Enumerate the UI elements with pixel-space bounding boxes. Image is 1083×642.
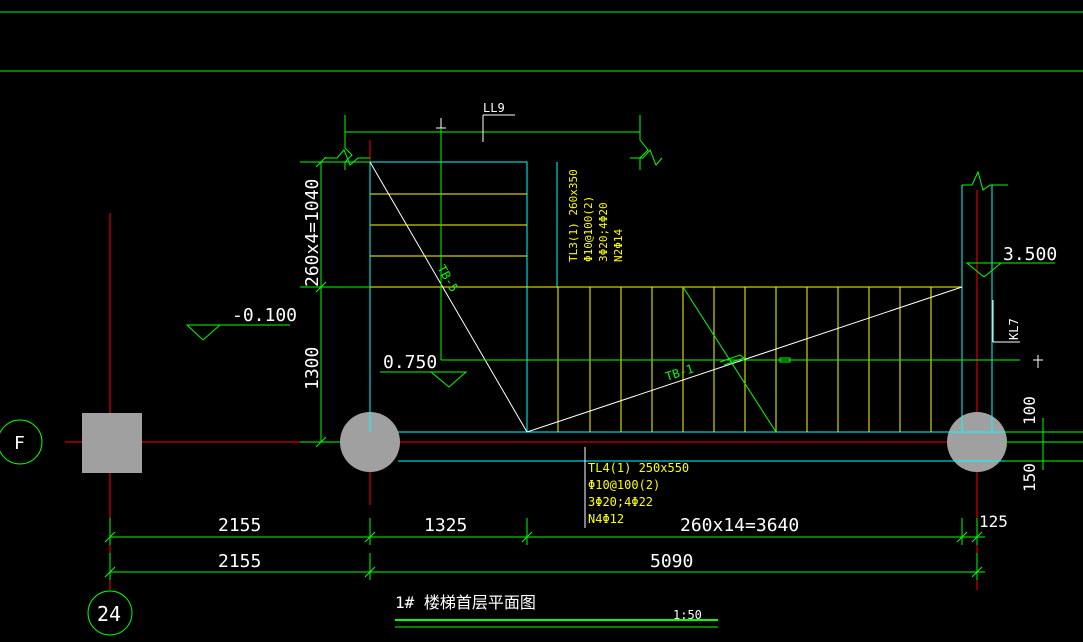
elev-top-label: 3.500 xyxy=(1003,244,1057,265)
tl4-line1: TL4(1) 250x550 xyxy=(588,461,689,475)
hdim-125: 125 xyxy=(979,512,1008,531)
rdim-100-label: 100 xyxy=(1020,396,1039,425)
vdim-lower-label: 1300 xyxy=(302,347,323,390)
break-symbol-right-wall xyxy=(630,149,663,166)
elev-neg-label: -0.100 xyxy=(232,305,297,326)
hdim-row-1 xyxy=(104,518,985,545)
column-round-right xyxy=(947,412,1007,472)
elev-symbol-top xyxy=(965,262,1003,278)
break-symbol-left xyxy=(344,115,353,170)
vdim-tick-top xyxy=(315,156,327,168)
axis-bubble-f xyxy=(0,419,43,465)
tb1-arrow-mark xyxy=(719,354,746,366)
kl7-label: KL7 xyxy=(1007,318,1021,340)
axis-bubble-24 xyxy=(87,590,133,636)
tl4-line2: Φ10@100(2) xyxy=(588,478,660,492)
tl3-annotation: TL3(1) 260x350 Φ10@100(2) 3Φ20;4Φ20 N2Φ1… xyxy=(567,169,625,262)
break-symbol-left-wall xyxy=(325,149,370,166)
tb5-label: TB-5 xyxy=(434,263,461,295)
hdim-row-2 xyxy=(104,553,985,580)
rdim-150-label: 150 xyxy=(1020,463,1039,492)
diagonal-tb5 xyxy=(369,161,528,433)
axis-label-24: 24 xyxy=(97,602,121,626)
tl4-line4: N4Φ12 xyxy=(588,512,624,526)
hdim-2155-b: 2155 xyxy=(218,551,261,572)
drawing-title: 1# 楼梯首层平面图 xyxy=(395,593,536,612)
break-symbol-top-right xyxy=(962,170,1008,191)
column-square xyxy=(82,413,142,473)
hdim-3640: 260x14=3640 xyxy=(680,515,799,536)
drawing-scale: 1:50 xyxy=(673,608,702,622)
tl3-line2: Φ10@100(2) xyxy=(582,196,595,262)
column-round-left xyxy=(340,412,400,472)
section-arrow-marker xyxy=(779,357,791,363)
elev-symbol-neg xyxy=(185,324,222,341)
tl3-line4: N2Φ14 xyxy=(612,229,625,262)
tl3-line3: 3Φ20;4Φ20 xyxy=(597,202,610,262)
hdim-1325: 1325 xyxy=(424,515,467,536)
tb1-label: TB-1 xyxy=(664,362,696,384)
vdim-upper-label: 260x4=1040 xyxy=(302,179,323,287)
tl3-line1: TL3(1) 260x350 xyxy=(567,169,580,262)
axis-label-f: F xyxy=(14,433,25,454)
hdim-2155-a: 2155 xyxy=(218,515,261,536)
tl4-line3: 3Φ20;4Φ22 xyxy=(588,495,653,509)
elev-symbol-mid xyxy=(429,371,468,388)
ll9-label: LL9 xyxy=(483,101,505,115)
hdim-5090: 5090 xyxy=(650,551,693,572)
vdim-tick-mid xyxy=(315,281,327,293)
elev-mid-label: 0.750 xyxy=(383,352,437,373)
break-symbol-right xyxy=(639,115,649,170)
vdim-tick-bottom xyxy=(315,436,327,448)
